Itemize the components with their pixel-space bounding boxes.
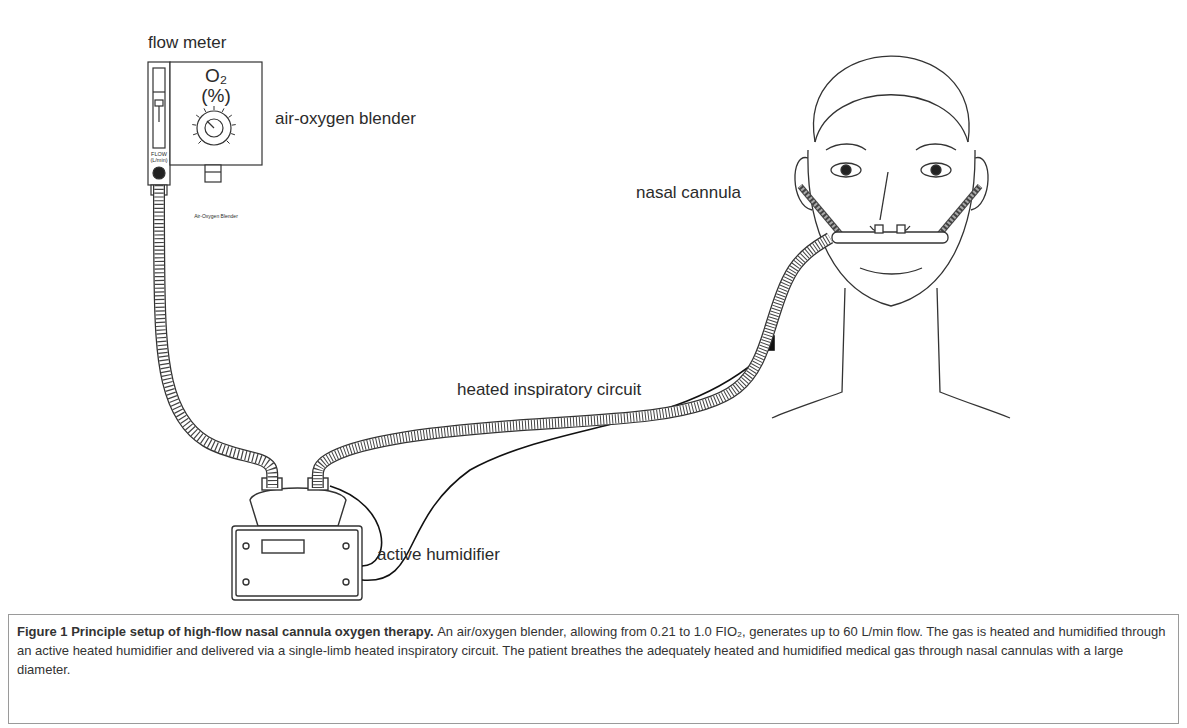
dial-tick bbox=[198, 141, 201, 144]
tube-label: heated inspiratory circuit bbox=[455, 380, 643, 400]
tube-outline bbox=[318, 238, 830, 488]
oxygen-percent-label: O₂ (%) bbox=[196, 66, 236, 106]
active-humidifier: active humidifier bbox=[232, 488, 362, 600]
scale-label: FLOW (L/min) bbox=[148, 152, 170, 164]
nasal-cannula: nasal cannula bbox=[830, 228, 950, 248]
dial-tick bbox=[192, 124, 196, 126]
caption-box: Figure 1 Principle setup of high-flow na… bbox=[8, 614, 1179, 724]
caption-spacer bbox=[434, 624, 438, 639]
dial-tick bbox=[227, 141, 230, 144]
patient-face bbox=[772, 56, 1010, 418]
plate-label: Air-Oxygen Blender bbox=[170, 214, 262, 219]
tube-outline bbox=[159, 185, 272, 488]
corrugated-tube bbox=[159, 185, 272, 488]
tube-ribs bbox=[318, 238, 830, 488]
dial-tick bbox=[193, 134, 197, 135]
dial-tick bbox=[214, 106, 215, 110]
cannula-straps bbox=[800, 186, 980, 236]
flow-meter: flow meterFLOW (L/min) bbox=[148, 62, 170, 185]
dial-tick bbox=[231, 134, 235, 135]
dial-ticks bbox=[192, 106, 235, 144]
device-label: active humidifier bbox=[377, 546, 500, 564]
flow-meter-device bbox=[148, 62, 170, 195]
figure-title: Figure 1 Principle setup of high-flow na… bbox=[17, 624, 434, 639]
device-label: flow meter bbox=[148, 34, 226, 52]
dial-tick bbox=[196, 115, 199, 117]
dial-tick bbox=[229, 115, 232, 117]
tube-ribs bbox=[159, 185, 272, 488]
dial-tick bbox=[222, 108, 224, 112]
nasal-cannula-piece bbox=[832, 225, 948, 243]
tube-inner bbox=[159, 185, 272, 488]
dial-tick bbox=[232, 124, 236, 126]
tube-inner bbox=[318, 238, 830, 488]
blender-device bbox=[170, 62, 262, 182]
corrugated-tube bbox=[318, 238, 830, 488]
heater-wires bbox=[330, 336, 774, 580]
device-label: air-oxygen blender bbox=[275, 110, 416, 128]
dial-tick bbox=[204, 108, 206, 112]
device-label: nasal cannula bbox=[636, 184, 741, 202]
air-oxygen-blender: O₂ (%)air-oxygen blenderAir-Oxygen Blend… bbox=[170, 62, 262, 165]
humidifier-device bbox=[232, 478, 362, 600]
